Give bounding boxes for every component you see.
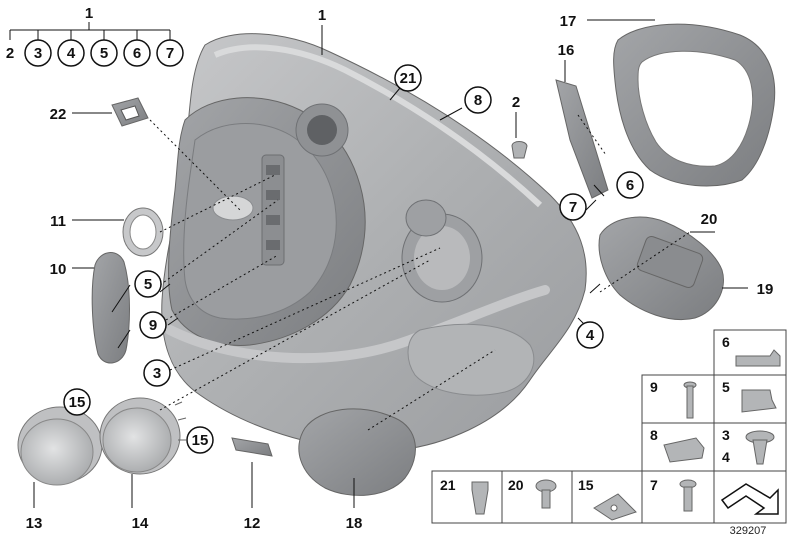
callout-8: 8 (474, 92, 482, 109)
part-11-ring (122, 207, 164, 257)
armrest-inner (183, 123, 337, 320)
armrest-cap (298, 408, 416, 496)
callout-5: 5 (144, 276, 152, 293)
part-12-clip (231, 437, 273, 457)
part-17-trim-frame (613, 23, 776, 187)
callout-6: 6 (626, 177, 634, 194)
panel-upper-rim (213, 44, 543, 208)
callouts: 1 21 8 2 16 17 22 11 10 6 7 20 19 5 9 4 … (26, 7, 774, 532)
group-item-6: 6 (133, 45, 141, 62)
callout-2: 2 (512, 94, 520, 111)
callout-14: 14 (132, 515, 149, 532)
legend-label-8: 8 (650, 427, 658, 443)
callout-9: 9 (149, 317, 157, 334)
legend-right: 6 9 5 8 3 4 7 329207 (641, 329, 787, 537)
callout-12: 12 (244, 515, 261, 532)
part-10-handle-cover (91, 252, 130, 364)
callout-19: 19 (757, 281, 774, 298)
group-bracket: 1 2 3 4 5 6 7 (6, 5, 184, 67)
group-item-3: 3 (34, 45, 42, 62)
part-16-strip (555, 79, 609, 199)
group-item-7: 7 (166, 45, 174, 62)
group-item-2: 2 (6, 45, 14, 62)
legend-bottom: 21 20 15 (431, 470, 643, 524)
callout-21: 21 (400, 70, 417, 87)
legend-label-7: 7 (650, 477, 658, 493)
legend-label-9: 9 (650, 379, 658, 395)
door-trim-panel (161, 33, 587, 496)
legend-label-15: 15 (578, 477, 594, 493)
leader-lines (33, 19, 748, 508)
door-handle-socket (307, 115, 337, 145)
part-2-clip (511, 141, 528, 159)
handle-bar (165, 285, 550, 364)
part-14-speaker-grille (99, 397, 187, 475)
part-19-handle-module (598, 216, 724, 321)
arrow-icon (720, 483, 779, 515)
reference-number: 329207 (730, 525, 767, 537)
callout-17: 17 (560, 13, 577, 30)
callout-16: 16 (558, 42, 575, 59)
callout-15-top: 15 (69, 394, 86, 411)
tweeter-opening (405, 199, 447, 237)
callout-7: 7 (569, 199, 577, 216)
callout-1-group: 1 (85, 5, 93, 22)
legend-label-21: 21 (440, 477, 456, 493)
part-22-grommet (111, 97, 149, 127)
callout-4: 4 (586, 327, 595, 344)
legend-label-20: 20 (508, 477, 524, 493)
callout-11: 11 (50, 213, 66, 230)
part-13-speaker-grille (17, 406, 103, 486)
callout-13: 13 (26, 515, 43, 532)
group-item-5: 5 (100, 45, 108, 62)
lower-pocket (407, 323, 535, 396)
callout-20: 20 (701, 211, 718, 228)
legend-label-5: 5 (722, 379, 730, 395)
legend-label-6: 6 (722, 334, 730, 350)
callout-3: 3 (153, 365, 161, 382)
callout-18: 18 (346, 515, 363, 532)
callout-1: 1 (318, 7, 326, 24)
legend-label-4: 4 (722, 449, 730, 465)
speaker-recess (414, 226, 470, 290)
legend-label-3: 3 (722, 427, 730, 443)
callout-15-right: 15 (192, 432, 209, 449)
clip-strip (261, 154, 285, 266)
callout-10: 10 (50, 261, 67, 278)
group-item-4: 4 (67, 45, 76, 62)
grab-cup (212, 195, 254, 221)
callout-22: 22 (50, 106, 67, 123)
